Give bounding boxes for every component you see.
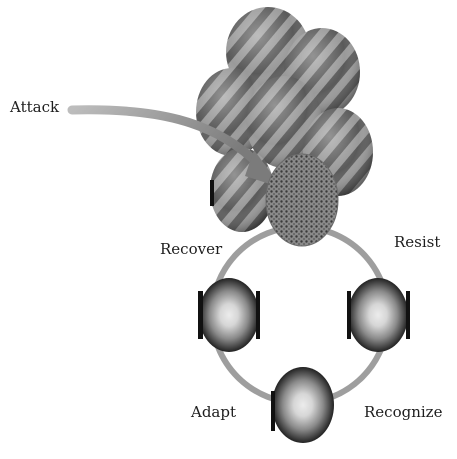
resist-node-icon [347,278,410,352]
recover-label: Recover [160,242,222,257]
cluster-edge-mark [210,180,214,206]
adapt-recognize-node-icon [271,367,334,443]
cluster-sphere [210,148,274,232]
resist-label: Resist [394,235,440,250]
recognize-label: Recognize [364,405,442,420]
attack-label: Attack [10,100,59,115]
adapt-label: Adapt [191,405,236,420]
recover-node-icon [198,278,260,352]
